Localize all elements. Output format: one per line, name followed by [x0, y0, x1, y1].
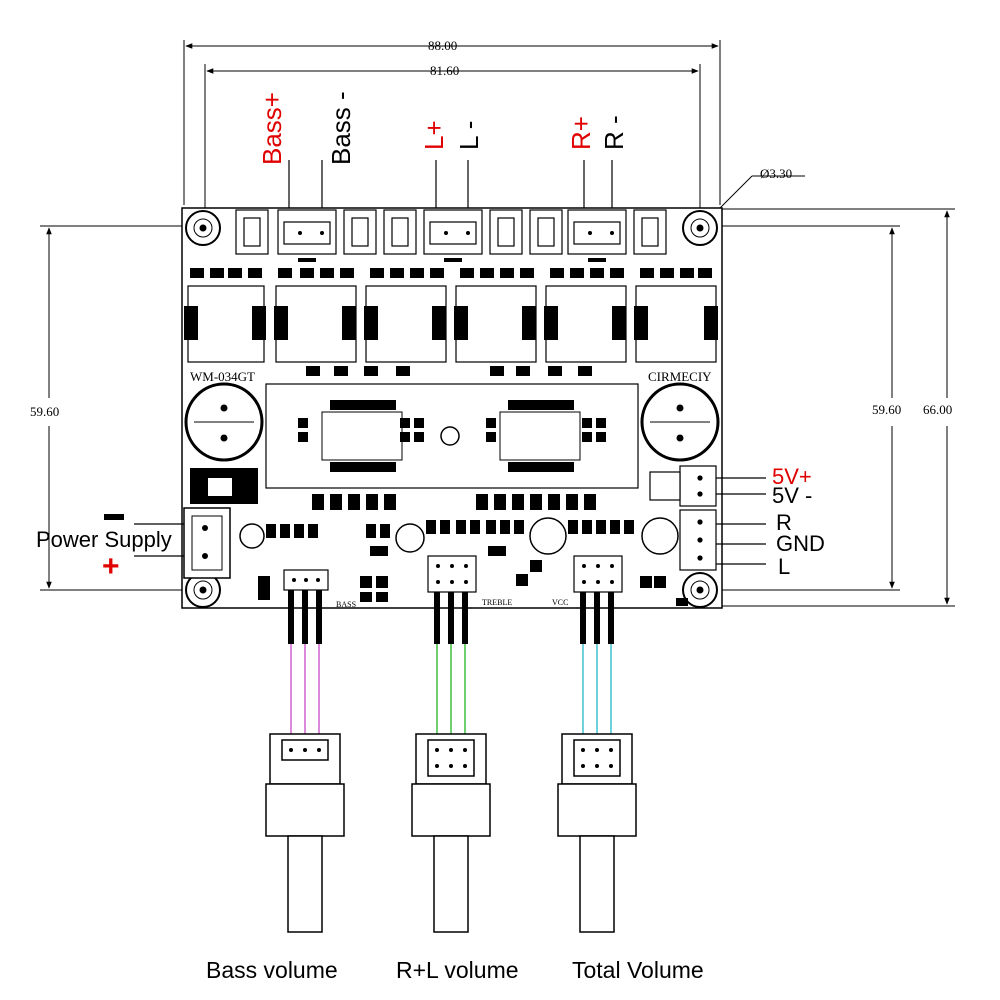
label-r: R — [776, 510, 792, 535]
mounting-holes — [185, 210, 718, 608]
silk-vcc: VCC — [552, 598, 568, 607]
total-wires — [582, 644, 612, 734]
dim-right-outer-h: 66.00 — [923, 402, 952, 417]
label-bass-volume: Bass volume — [206, 957, 338, 983]
pot-bass[interactable] — [265, 733, 345, 933]
right-connectors — [649, 465, 717, 571]
board-brand: CIRMECIY — [648, 369, 712, 384]
label-l: L — [778, 554, 790, 579]
power-plus-label: + — [102, 550, 120, 583]
speaker-leads — [288, 160, 613, 210]
board-trimmers — [239, 517, 679, 555]
cable-stubs — [288, 590, 614, 644]
power-supply-label: Power Supply — [36, 527, 172, 552]
diode-block — [190, 468, 258, 504]
board-headers — [283, 555, 623, 593]
smd-row-lower — [266, 494, 634, 556]
label-5v-plus: 5V+ — [772, 464, 812, 489]
terminal-pins — [298, 231, 614, 262]
label-l-minus: L - — [454, 121, 484, 150]
label-gnd: GND — [776, 531, 825, 556]
board-header-pins — [258, 560, 688, 606]
dim-88: 88.00 — [428, 38, 457, 53]
dim-hole: Ø3.30 — [760, 166, 792, 181]
label-l-plus: L+ — [419, 120, 449, 150]
label-5v-minus: 5V - — [772, 483, 812, 508]
dim-81: 81.60 — [430, 63, 459, 78]
power-minus-icon — [104, 514, 124, 520]
dimension-lines — [40, 40, 955, 607]
label-rl-volume: R+L volume — [396, 957, 519, 983]
top-speaker-labels: Bass+ Bass - L+ L - R+ R - — [257, 91, 629, 165]
power-terminal — [134, 507, 231, 579]
board-model: WM-034GT — [190, 369, 255, 384]
right-leads — [716, 477, 766, 565]
label-r-plus: R+ — [566, 116, 596, 150]
dim-right-inner-h: 59.60 — [872, 402, 901, 417]
top-terminals — [235, 209, 667, 255]
label-bass-minus: Bass - — [326, 91, 356, 165]
label-total-volume: Total Volume — [572, 957, 704, 983]
silk-bass: BASS — [336, 600, 356, 609]
amplifier-chips — [298, 400, 606, 472]
smd-row-mid — [306, 366, 592, 376]
electrolytic-capacitors — [184, 382, 720, 462]
smd-row-top — [190, 268, 712, 278]
pot-rl[interactable] — [411, 733, 491, 933]
label-r-minus: R - — [599, 115, 629, 150]
label-bass-plus: Bass+ — [257, 92, 287, 165]
dim-left-h: 59.60 — [30, 404, 59, 419]
bass-wires — [290, 644, 320, 734]
silk-treble: TREBLE — [482, 598, 512, 607]
inductors — [184, 285, 718, 363]
rl-wires — [436, 644, 466, 734]
pot-total[interactable] — [557, 733, 637, 933]
